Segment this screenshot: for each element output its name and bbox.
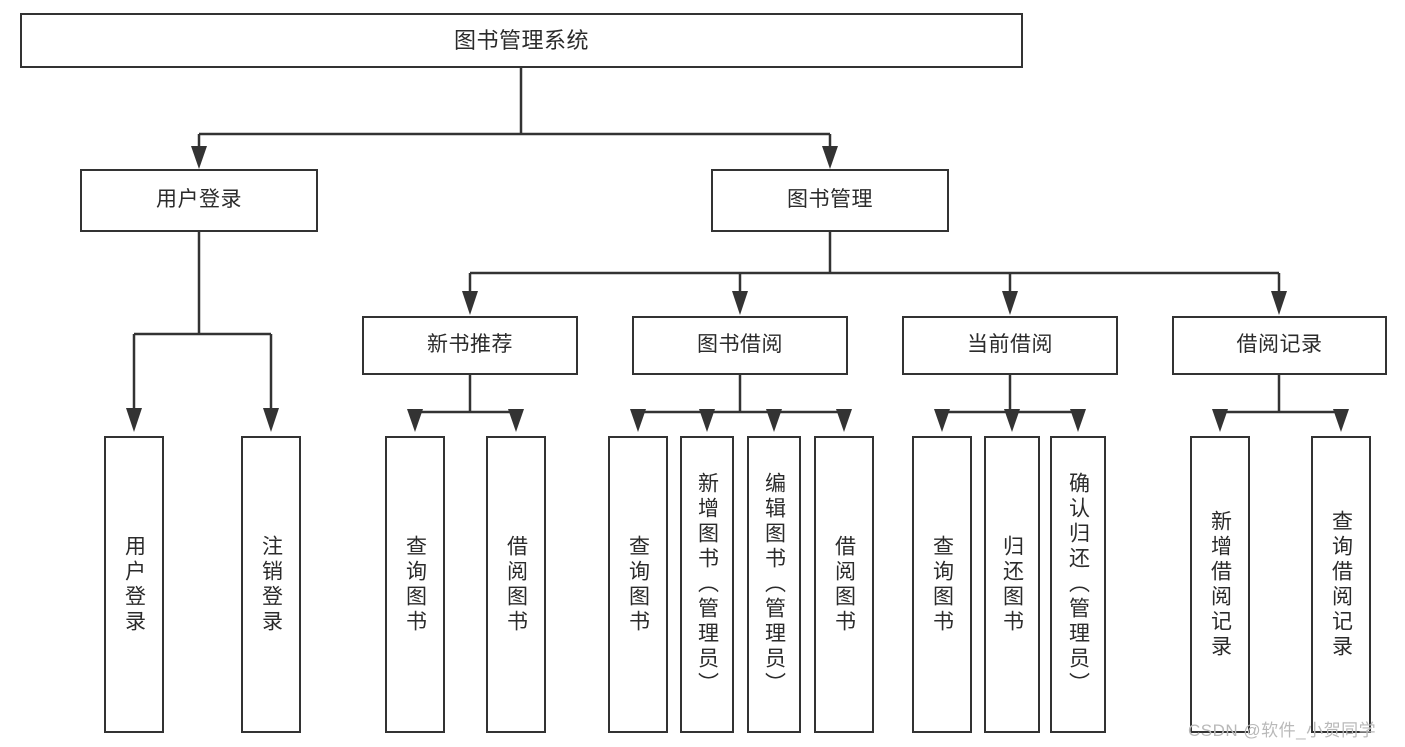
node-book-manage[interactable]: 图书管理: [711, 169, 949, 232]
arrow-leaf-logout: [263, 408, 279, 432]
node-borrow-record-label: 借阅记录: [1236, 333, 1323, 357]
node-leaf-add-record-label: 新增借阅记录: [1208, 509, 1232, 660]
node-leaf-add-book-label: 新增图书（管理员）: [695, 472, 719, 697]
node-leaf-user-login[interactable]: 用户登录: [104, 436, 164, 733]
node-book-borrow-label: 图书借阅: [697, 333, 783, 357]
arrow-borrow-record: [1271, 291, 1287, 315]
node-root-label: 图书管理系统: [453, 27, 589, 53]
node-leaf-query-book-2-label: 查询图书: [626, 534, 650, 635]
node-leaf-borrow-book-2[interactable]: 借阅图书: [814, 436, 874, 733]
arrow-current-borrow: [1002, 291, 1018, 315]
arrow-leaf-user-login: [126, 408, 142, 432]
arrow-new-book-recommend: [462, 291, 478, 315]
node-leaf-confirm-return[interactable]: 确认归还（管理员）: [1050, 436, 1106, 733]
node-new-book-recommend-label: 新书推荐: [427, 333, 513, 357]
node-new-book-recommend[interactable]: 新书推荐: [362, 316, 578, 375]
arrow-book-borrow: [732, 291, 748, 315]
node-current-borrow[interactable]: 当前借阅: [902, 316, 1118, 375]
arrow-leaf-query-book-2: [630, 409, 646, 432]
node-leaf-add-record[interactable]: 新增借阅记录: [1190, 436, 1250, 733]
arrow-leaf-query-book-1: [407, 409, 423, 432]
node-leaf-user-login-label: 用户登录: [122, 534, 146, 635]
node-leaf-add-book[interactable]: 新增图书（管理员）: [680, 436, 734, 733]
node-leaf-borrow-book-1[interactable]: 借阅图书: [486, 436, 546, 733]
node-leaf-return-book-label: 归还图书: [1000, 534, 1024, 635]
arrow-leaf-edit-book: [766, 409, 782, 432]
arrow-book-manage: [822, 146, 838, 169]
node-leaf-query-record[interactable]: 查询借阅记录: [1311, 436, 1371, 733]
node-borrow-record[interactable]: 借阅记录: [1172, 316, 1387, 375]
node-leaf-borrow-book-2-label: 借阅图书: [832, 534, 856, 635]
node-leaf-query-record-label: 查询借阅记录: [1329, 509, 1353, 660]
arrow-leaf-add-book: [699, 409, 715, 432]
node-leaf-borrow-book-1-label: 借阅图书: [504, 534, 528, 635]
node-leaf-query-book-2[interactable]: 查询图书: [608, 436, 668, 733]
arrow-leaf-return-book: [1004, 409, 1020, 432]
node-leaf-query-book-1-label: 查询图书: [403, 534, 427, 635]
arrow-leaf-add-record: [1212, 409, 1228, 432]
arrow-leaf-borrow-book-1: [508, 409, 524, 432]
node-book-borrow[interactable]: 图书借阅: [632, 316, 848, 375]
node-leaf-query-book-1[interactable]: 查询图书: [385, 436, 445, 733]
node-leaf-query-book-3[interactable]: 查询图书: [912, 436, 972, 733]
node-root[interactable]: 图书管理系统: [20, 13, 1023, 68]
arrow-user-login: [191, 146, 207, 169]
node-leaf-return-book[interactable]: 归还图书: [984, 436, 1040, 733]
node-leaf-edit-book[interactable]: 编辑图书（管理员）: [747, 436, 801, 733]
node-user-login-label: 用户登录: [156, 188, 242, 212]
node-user-login[interactable]: 用户登录: [80, 169, 318, 232]
node-leaf-edit-book-label: 编辑图书（管理员）: [762, 472, 786, 697]
node-leaf-confirm-return-label: 确认归还（管理员）: [1066, 472, 1090, 697]
node-current-borrow-label: 当前借阅: [967, 333, 1053, 357]
arrow-leaf-borrow-book-2: [836, 409, 852, 432]
node-leaf-logout-label: 注销登录: [259, 534, 283, 635]
node-leaf-logout[interactable]: 注销登录: [241, 436, 301, 733]
arrow-leaf-query-book-3: [934, 409, 950, 432]
csdn-watermark: CSDN @软件_小贺同学: [1188, 721, 1377, 740]
node-leaf-query-book-3-label: 查询图书: [930, 534, 954, 635]
arrow-leaf-query-record: [1333, 409, 1349, 432]
arrow-leaf-confirm-return: [1070, 409, 1086, 432]
node-book-manage-label: 图书管理: [787, 188, 873, 212]
